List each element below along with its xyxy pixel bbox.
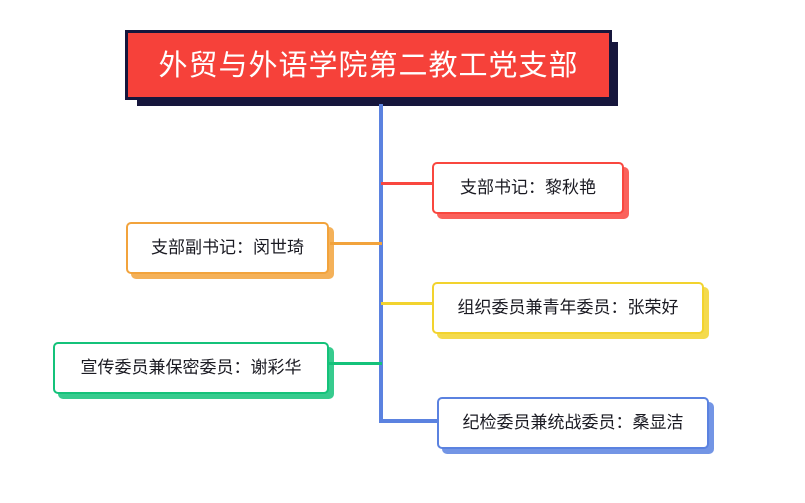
node-discipline-member-label: 纪检委员兼统战委员：桑显洁 — [462, 412, 684, 433]
node-secretary[interactable]: 支部书记：黎秋艳 — [432, 162, 624, 214]
node-deputy-secretary-label: 支部副书记：闵世琦 — [151, 237, 304, 258]
node-publicity-member-label: 宣传委员兼保密委员：谢彩华 — [80, 357, 302, 378]
branch-line-secretary — [381, 182, 435, 185]
root-node-party-branch[interactable]: 外贸与外语学院第二教工党支部 — [125, 30, 612, 100]
node-publicity-member[interactable]: 宣传委员兼保密委员：谢彩华 — [53, 342, 329, 394]
branch-line-deputy-secretary — [330, 242, 382, 245]
node-secretary-label: 支部书记：黎秋艳 — [460, 177, 596, 198]
node-organization-member[interactable]: 组织委员兼青年委员：张荣好 — [432, 282, 704, 334]
trunk-bottom-elbow — [379, 419, 439, 423]
branch-line-organization-member — [381, 302, 435, 305]
root-node-label: 外贸与外语学院第二教工党支部 — [158, 47, 579, 82]
node-deputy-secretary[interactable]: 支部副书记：闵世琦 — [126, 222, 329, 274]
node-discipline-member[interactable]: 纪检委员兼统战委员：桑显洁 — [437, 397, 709, 449]
branch-line-publicity-member — [328, 362, 382, 365]
trunk-vertical-line — [379, 104, 383, 423]
node-organization-member-label: 组织委员兼青年委员：张荣好 — [457, 297, 679, 318]
